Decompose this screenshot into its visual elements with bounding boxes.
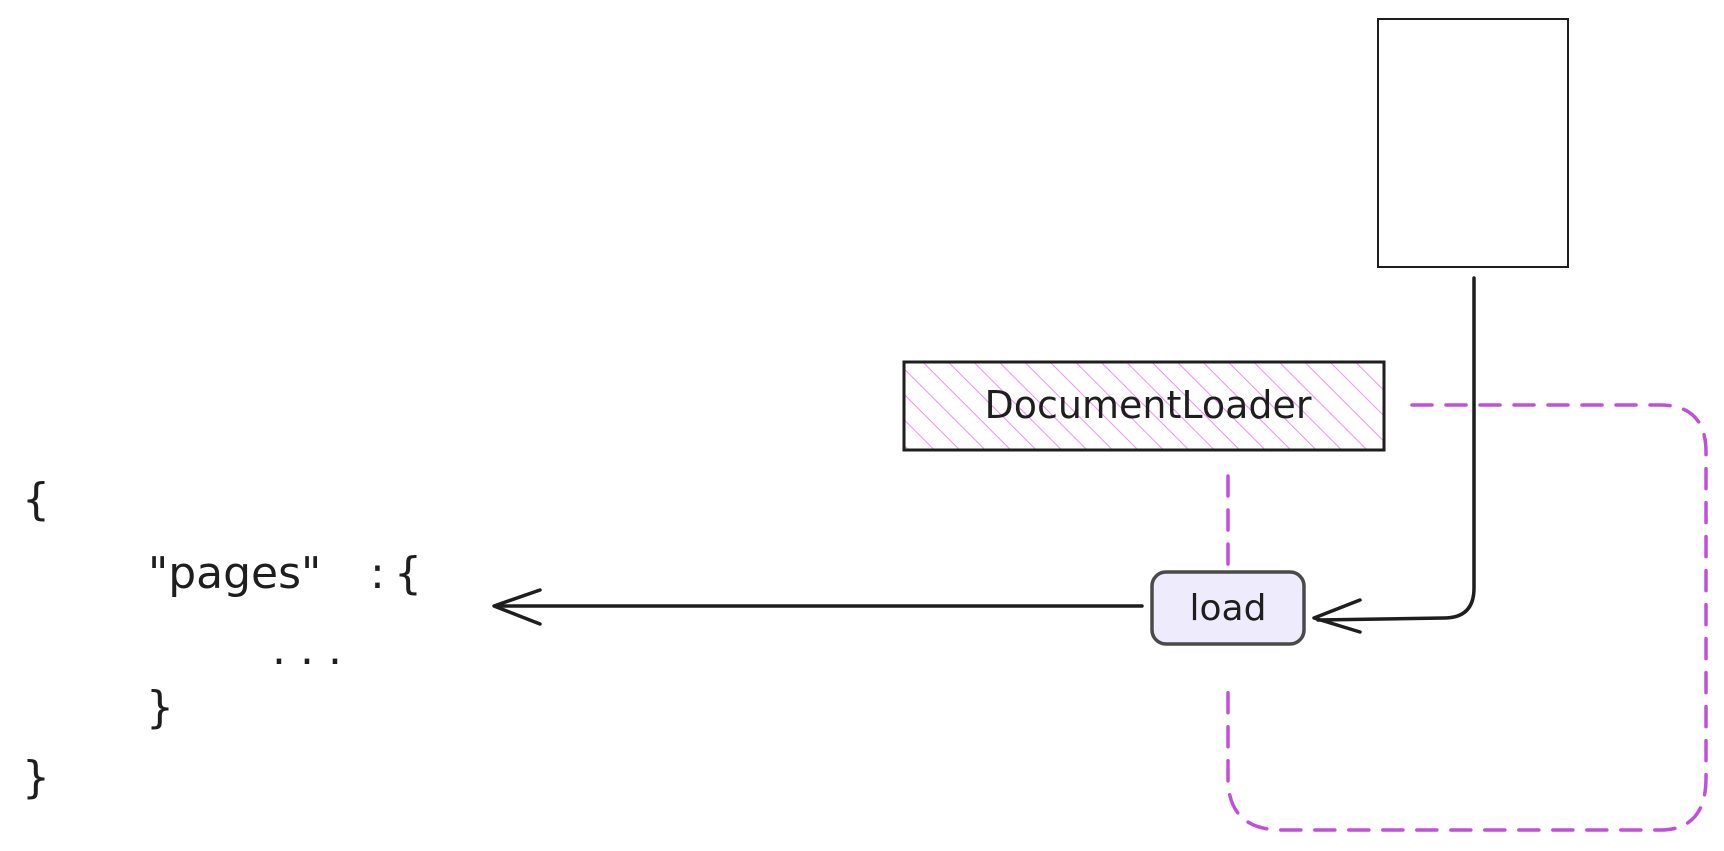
json-ellipsis: . . . xyxy=(272,624,342,675)
json-inner-open-brace: { xyxy=(394,548,422,599)
load-to-output-arrow xyxy=(492,588,1144,626)
document-loader-box: DocumentLoader xyxy=(902,360,1386,452)
json-colon: : xyxy=(370,548,385,599)
document-to-load-arrow xyxy=(1312,276,1476,634)
dashed-loop-connector xyxy=(1226,403,1708,832)
document-box xyxy=(1377,18,1569,268)
load-method-label: load xyxy=(1190,588,1267,629)
json-pages-key: "pages" xyxy=(148,548,321,599)
json-output: { "pages" : { . . . } } xyxy=(22,474,422,803)
document-loader-label: DocumentLoader xyxy=(984,383,1311,427)
json-inner-close-brace: } xyxy=(146,682,174,733)
json-open-brace: { xyxy=(22,474,50,525)
json-close-brace: } xyxy=(22,752,50,803)
load-method-node: load xyxy=(1150,570,1306,646)
